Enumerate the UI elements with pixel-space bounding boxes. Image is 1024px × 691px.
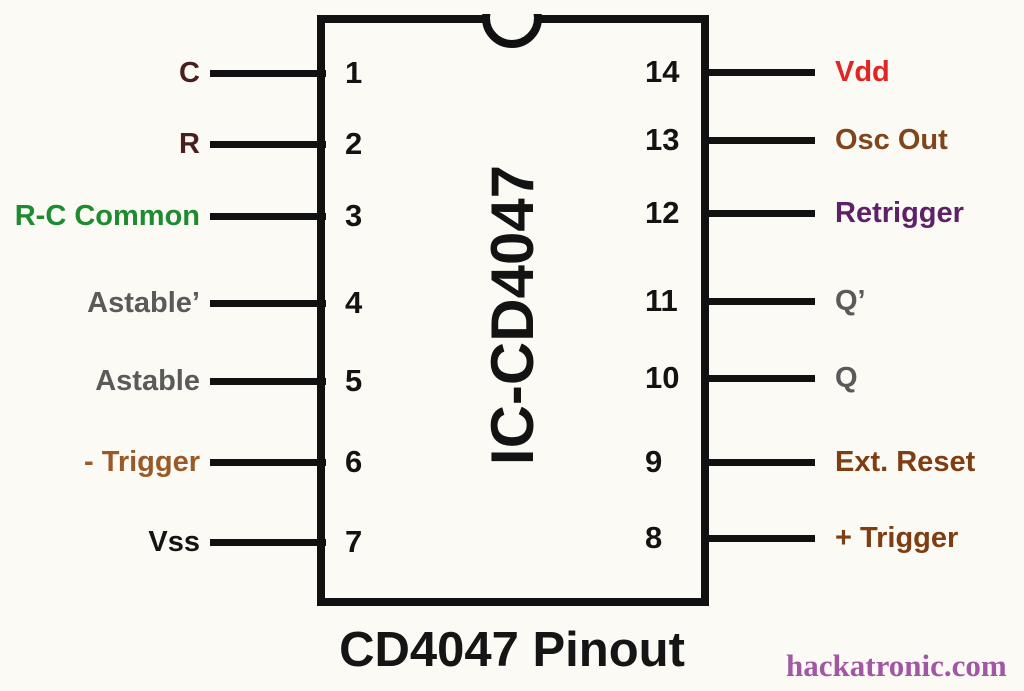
pin-line	[210, 378, 326, 385]
pin-label: Astable’	[87, 287, 200, 319]
pin-row-13: 13 Osc Out	[645, 122, 1024, 158]
pin-line	[707, 137, 815, 144]
pin-line	[707, 298, 815, 305]
pin-number: 4	[345, 285, 363, 320]
pin-label: R-C Common	[14, 200, 200, 232]
pin-number: 6	[345, 444, 363, 479]
pin-line	[210, 539, 326, 546]
pin-line	[707, 210, 815, 217]
pin-line	[210, 459, 326, 466]
pin-line	[210, 300, 326, 307]
pin-number: 1	[345, 55, 363, 90]
pin-label: Ext. Reset	[835, 446, 976, 478]
pin-number: 12	[645, 195, 680, 230]
pin-line	[210, 70, 326, 77]
pin-number: 10	[645, 360, 680, 395]
pin-row-10: 10 Q	[645, 360, 1024, 396]
pin-label: Q	[835, 362, 858, 394]
ic-name-label: IC-CD4047	[479, 164, 546, 466]
pin-row-2: R 2	[0, 126, 380, 162]
pin-row-8: 8 + Trigger	[645, 520, 1024, 556]
pin-number: 11	[645, 283, 678, 318]
pin-row-12: 12 Retrigger	[645, 195, 1024, 231]
pin-row-7: Vss 7	[0, 524, 380, 560]
watermark-text: hackatronic.com	[786, 648, 1007, 683]
pin-line	[707, 459, 815, 466]
pin-row-14: 14 Vdd	[645, 54, 1024, 90]
pin-number: 9	[645, 444, 663, 479]
pin-row-4: Astable’ 4	[0, 285, 380, 321]
pin-label: Astable	[95, 365, 200, 397]
pin-label: Q’	[835, 285, 866, 317]
pin-label: + Trigger	[835, 522, 959, 554]
pin-line	[210, 213, 326, 220]
pin-label: C	[179, 57, 200, 89]
pin-label: Retrigger	[835, 197, 964, 229]
pin-line	[707, 375, 815, 382]
ic-notch-mask	[473, 0, 551, 14]
pin-number: 14	[645, 54, 680, 89]
pin-number: 8	[645, 520, 663, 555]
pin-label: Osc Out	[835, 124, 948, 156]
pin-number: 2	[345, 126, 363, 161]
pin-row-5: Astable 5	[0, 363, 380, 399]
pin-number: 5	[345, 363, 363, 398]
pin-label: Vss	[148, 526, 200, 558]
pin-row-9: 9 Ext. Reset	[645, 444, 1024, 480]
pin-number: 13	[645, 122, 680, 157]
pin-label: Vdd	[835, 56, 890, 88]
pin-row-6: - Trigger 6	[0, 444, 380, 480]
pin-number: 3	[345, 198, 363, 233]
pin-number: 7	[345, 524, 363, 559]
diagram-title: CD4047 Pinout	[339, 623, 685, 677]
pin-row-11: 11 Q’	[645, 283, 1024, 319]
pin-row-3: R-C Common 3	[0, 198, 380, 234]
pin-line	[210, 141, 326, 148]
pin-label: R	[179, 128, 200, 160]
pin-line	[707, 535, 815, 542]
pin-label: - Trigger	[83, 446, 200, 478]
pin-line	[707, 69, 815, 76]
pin-row-1: C 1	[0, 55, 380, 91]
